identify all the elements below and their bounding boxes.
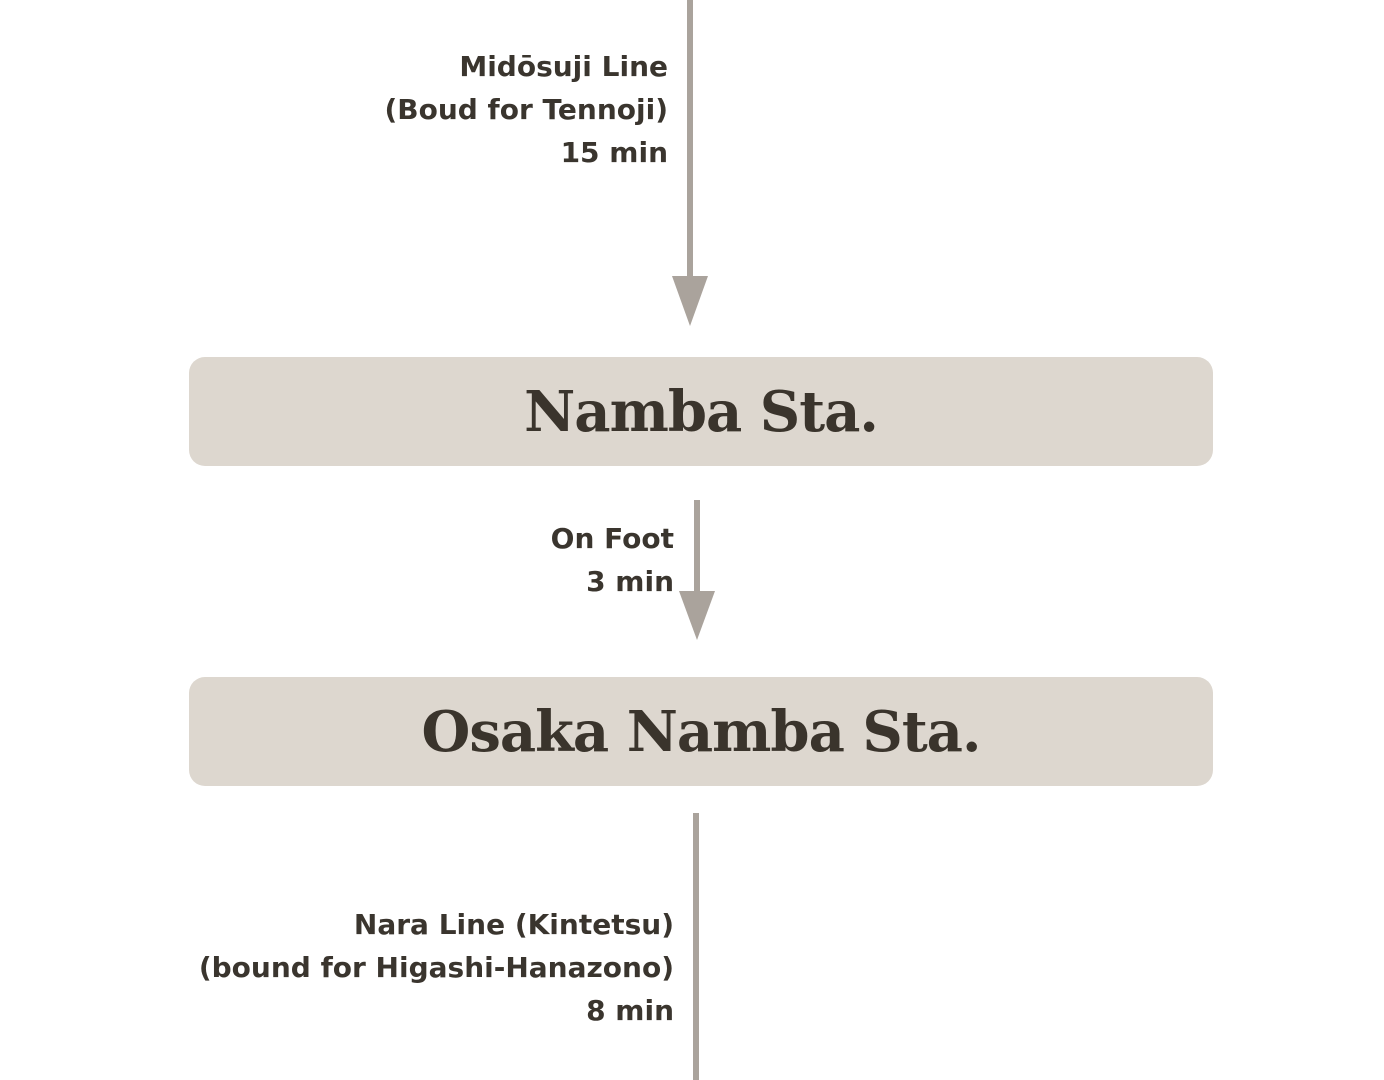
- line-direction: (bound for Higashi-Hanazono): [198, 951, 674, 984]
- travel-time: 8 min: [586, 994, 674, 1027]
- route-label-nara: Nara Line (Kintetsu) (bound for Higashi-…: [199, 903, 674, 1032]
- line-direction: (Boud for Tennoji): [384, 93, 668, 126]
- transport-mode: On Foot: [550, 522, 674, 555]
- station-name: Osaka Namba Sta.: [421, 698, 982, 765]
- line-name: Nara Line (Kintetsu): [353, 908, 674, 941]
- travel-time: 15 min: [560, 136, 668, 169]
- route-arrow-on-foot: [679, 500, 715, 640]
- station-osaka-namba: Osaka Namba Sta.: [189, 677, 1213, 786]
- line-name: Midōsuji Line: [459, 50, 668, 83]
- station-name: Namba Sta.: [524, 378, 879, 445]
- route-label-midosuji: Midōsuji Line (Boud for Tennoji) 15 min: [384, 45, 668, 174]
- arrow-head: [672, 276, 708, 326]
- station-namba: Namba Sta.: [189, 357, 1213, 466]
- route-label-on-foot: On Foot 3 min: [551, 517, 674, 603]
- route-line-nara: [693, 813, 699, 1080]
- arrow-head: [679, 591, 715, 640]
- route-arrow-midosuji: [672, 0, 708, 326]
- travel-time: 3 min: [586, 565, 674, 598]
